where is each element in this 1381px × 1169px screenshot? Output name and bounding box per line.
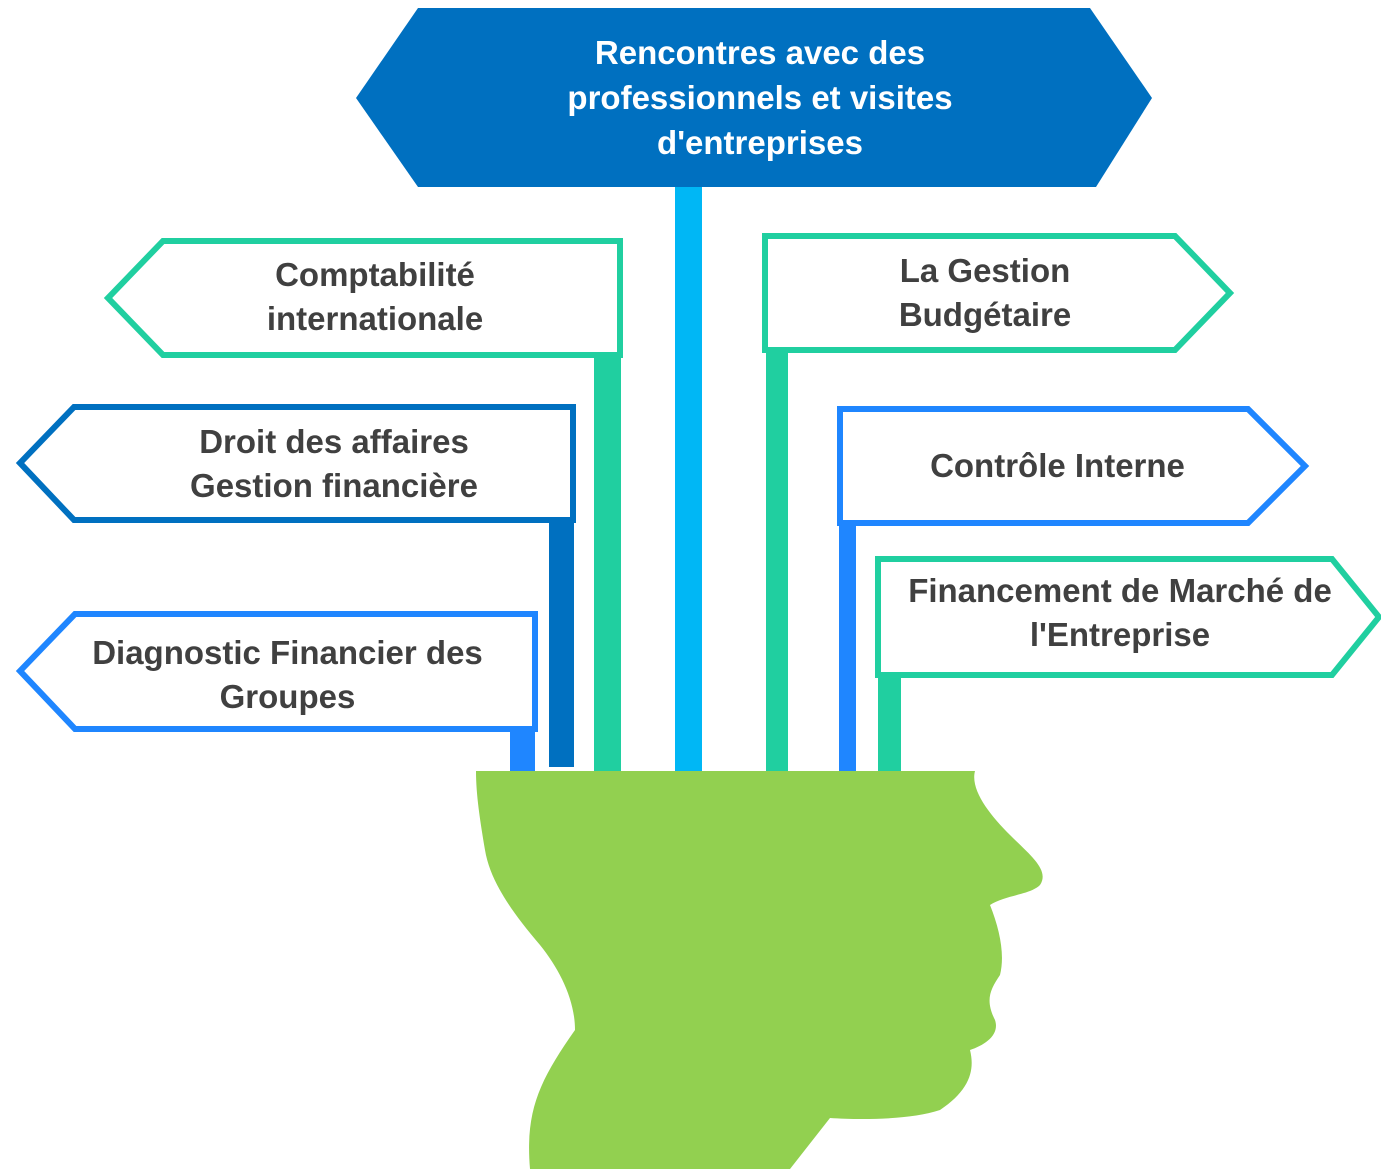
sign-controle-shape — [837, 406, 1310, 526]
sign-financement-shape — [875, 556, 1381, 678]
post-top — [675, 185, 702, 775]
sign-financement-line-1: Financement de Marché de — [908, 572, 1332, 609]
sign-diagnostic-line-2: Groupes — [219, 678, 356, 715]
sign-comptabilite-shape — [103, 238, 623, 358]
sign-diagnostic-label: Diagnostic Financier des Groupes — [50, 630, 525, 720]
sign-droit-line-2: Gestion financière — [190, 467, 478, 504]
sign-gestion-budgetaire-line-1: La Gestion — [899, 252, 1071, 289]
sign-gestion-budgetaire-shape — [762, 233, 1235, 353]
sign-top-label: Rencontres avec des professionnels et vi… — [420, 30, 1100, 165]
sign-top-line-1: Rencontres avec des — [594, 34, 926, 71]
sign-droit-shape — [15, 404, 576, 523]
sign-diagnostic-line-1: Diagnostic Financier des — [92, 634, 483, 671]
sign-gestion-budgetaire-label: La Gestion Budgétaire — [775, 248, 1195, 338]
sign-droit-label: Droit des affaires Gestion financière — [95, 418, 573, 510]
post-gestion-budgetaire — [766, 346, 788, 775]
sign-top-line-2: professionnels et visites — [567, 79, 953, 116]
head-silhouette-icon — [476, 771, 1043, 1169]
sign-comptabilite-line-2: internationale — [266, 300, 484, 337]
post-droit — [549, 512, 574, 767]
sign-gestion-budgetaire-line-2: Budgétaire — [898, 296, 1072, 333]
post-controle — [839, 520, 856, 775]
sign-comptabilite-label: Comptabilité internationale — [140, 251, 610, 343]
sign-diagnostic-shape — [15, 611, 538, 732]
sign-financement-label: Financement de Marché de l'Entreprise — [878, 568, 1362, 658]
post-comptabilite — [594, 352, 621, 775]
sign-financement-line-2: l'Entreprise — [1029, 616, 1211, 653]
sign-comptabilite-line-1: Comptabilité — [275, 256, 475, 293]
sign-top-line-3: d'entreprises — [657, 124, 863, 161]
sign-controle-label: Contrôle Interne — [850, 422, 1265, 510]
sign-controle-line-1: Contrôle Interne — [930, 447, 1185, 484]
sign-top-shape — [356, 8, 1152, 187]
post-diagnostic — [510, 725, 535, 775]
post-financement — [878, 657, 901, 785]
sign-droit-line-1: Droit des affaires — [199, 423, 469, 460]
